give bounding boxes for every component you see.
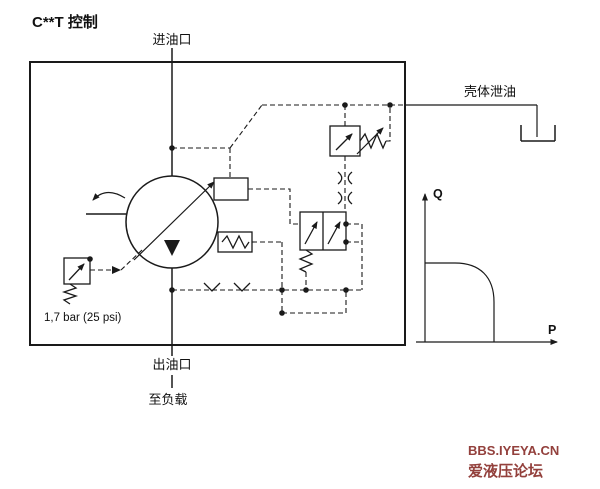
case-drain: 壳体泄油 — [405, 84, 556, 142]
outlet-label: 出油口 — [152, 357, 191, 372]
drive-shaft — [86, 191, 126, 215]
load-label: 至负载 — [148, 392, 187, 407]
pump-symbol — [125, 175, 219, 269]
compensator-valve — [329, 125, 387, 157]
pq-curve — [425, 262, 495, 342]
watermark-line2: 爱液压论坛 — [468, 462, 543, 480]
pq-graph: Q P — [416, 187, 558, 345]
q-axis-label: Q — [433, 187, 443, 201]
relief-spring — [61, 283, 79, 305]
tank-symbol — [520, 125, 556, 142]
adjustment-arrow — [356, 127, 384, 155]
relief-valve: 1,7 bar (25 psi) — [44, 249, 143, 324]
block-spring — [221, 234, 250, 250]
spool-spring — [298, 249, 314, 273]
watermark: BBS.IYEYA.CN 爱液压论坛 — [468, 443, 559, 480]
compensator-spring — [359, 132, 387, 150]
watermark-line1: BBS.IYEYA.CN — [468, 443, 559, 458]
spring-orifice-block — [217, 231, 253, 253]
orifice-symbols — [337, 171, 353, 205]
control-spool-valve — [298, 211, 347, 273]
flow-direction-triangle — [164, 240, 180, 256]
junction-dots — [169, 102, 393, 316]
variable-displacement-arrow — [133, 181, 215, 261]
inlet-port: 进油口 — [152, 32, 192, 176]
flow-check-arrow — [203, 282, 221, 292]
relief-setting-label: 1,7 bar (25 psi) — [44, 312, 122, 324]
outlet-port: 出油口 至负载 — [148, 268, 192, 407]
check-valve-arrow — [112, 266, 121, 274]
case-drain-label: 壳体泄油 — [464, 84, 516, 99]
inlet-label: 进油口 — [152, 32, 191, 47]
flow-check-arrow — [233, 282, 251, 292]
p-axis-label: P — [548, 323, 556, 337]
page-title: C**T 控制 — [32, 13, 98, 31]
rotation-arrow — [92, 191, 126, 201]
pilot-lines — [172, 104, 405, 314]
bias-piston-block — [213, 177, 249, 201]
control-module-boundary — [29, 61, 406, 346]
